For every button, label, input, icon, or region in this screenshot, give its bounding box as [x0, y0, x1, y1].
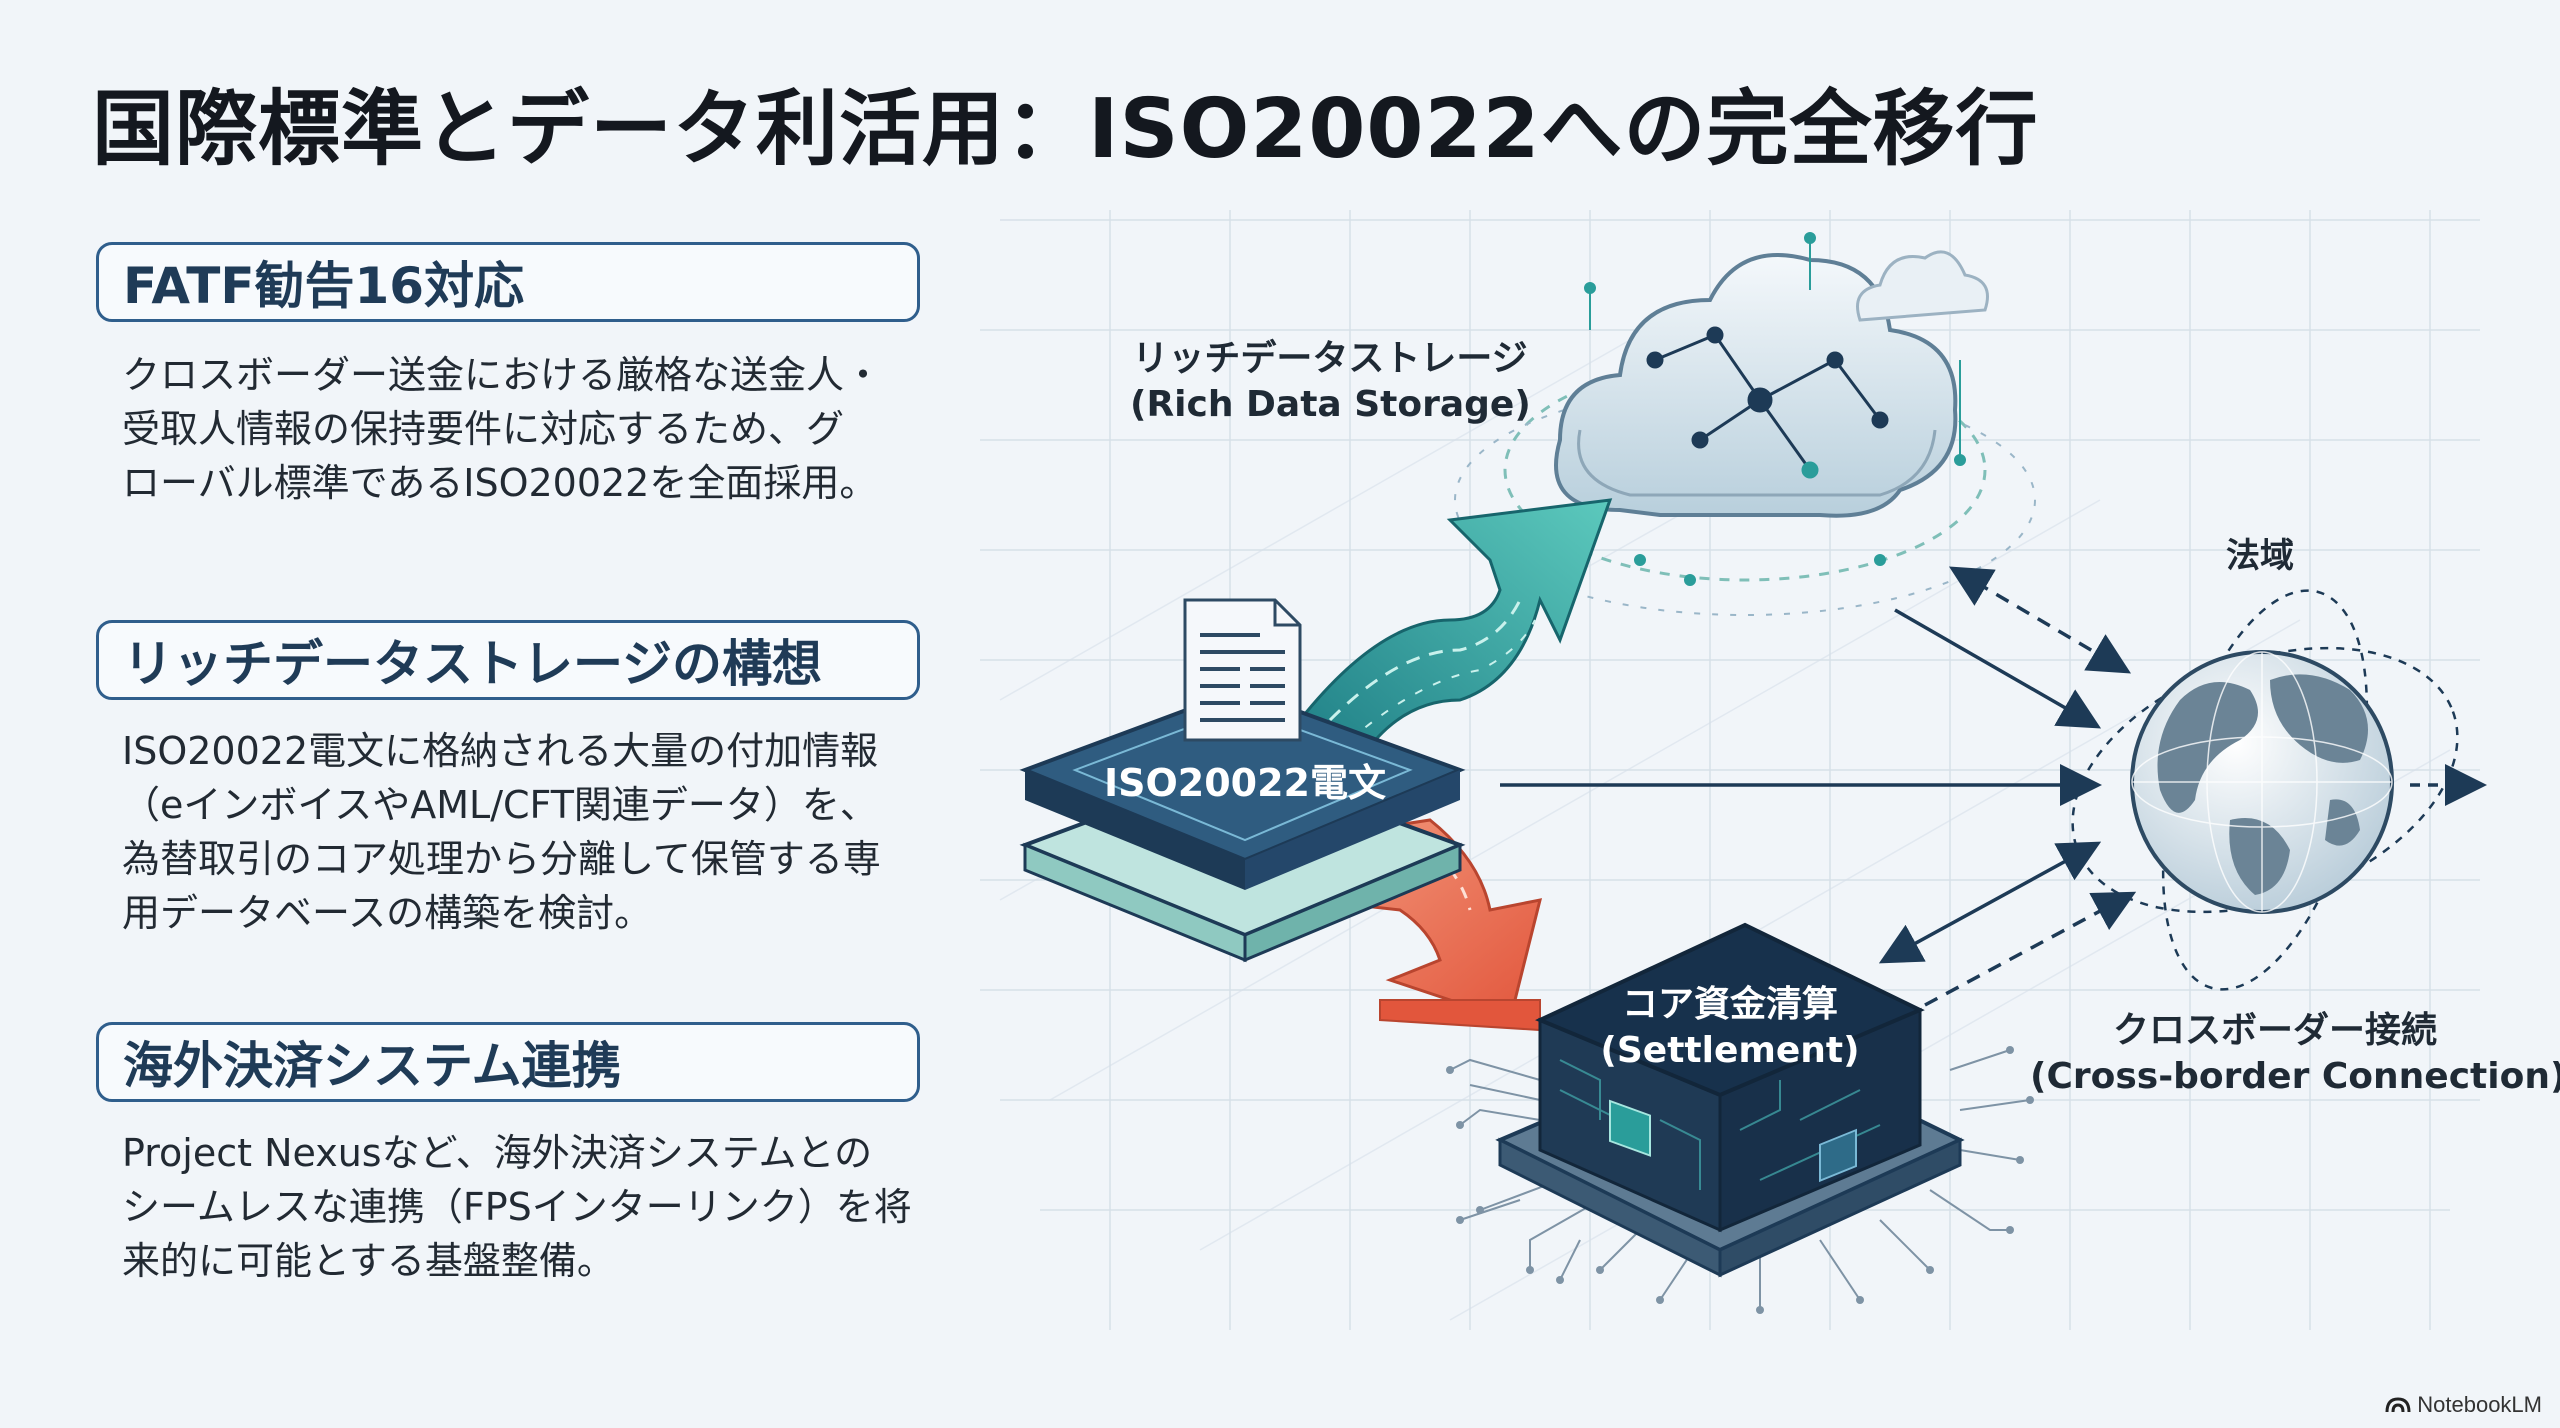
document-icon [1183, 598, 1302, 742]
crossborder-label: クロスボーダー接続 (Cross-border Connection) [2030, 1008, 2560, 1100]
section-line: ISO20022電文に格納される大量の付加情報 [122, 729, 879, 773]
globe-icon [2071, 589, 2459, 991]
iso20022-message-stack [1019, 687, 1466, 963]
section-heading-overseas: 海外決済システム連携 [96, 1022, 920, 1102]
storage-label-ja: リッチデータストレージ [1132, 338, 1528, 379]
arrow-to-storage [1297, 498, 1613, 763]
message-label: ISO20022電文 [1103, 761, 1386, 805]
section-line: 来的に可能とする基盤整備。 [122, 1239, 615, 1283]
section-body-overseas: Project Nexusなど、海外決済システムとの シームレスな連携（FPSイ… [122, 1126, 942, 1288]
storage-label: リッチデータストレージ (Rich Data Storage) [1130, 336, 1531, 428]
brand-footer: NotebookLM [2385, 1392, 2542, 1418]
section-line: （eインボイスやAML/CFT関連データ）を、 [122, 783, 878, 827]
settlement-label-ja: コア資金清算 [1621, 984, 1838, 1025]
section-line: クロスボーダー送金における厳格な送金人・ [122, 353, 883, 397]
connection-arrows [1500, 566, 2487, 1007]
section-heading-rich-data: リッチデータストレージの構想 [96, 620, 920, 700]
page-title: 国際標準とデータ利活用：ISO20022への完全移行 [92, 82, 2039, 177]
section-line: ローバル標準であるISO20022を全面採用。 [122, 461, 878, 505]
section-body-rich-data: ISO20022電文に格納される大量の付加情報 （eインボイスやAML/CFT関… [122, 724, 942, 940]
section-line: シームレスな連携（FPSインターリンク）を将 [122, 1185, 912, 1229]
storage-label-en: (Rich Data Storage) [1130, 384, 1531, 425]
crossborder-label-en: (Cross-border Connection) [2030, 1056, 2560, 1097]
notebooklm-logo-icon [2385, 1397, 2411, 1413]
chip-icon [1446, 922, 2034, 1314]
settlement-label-en: (Settlement) [1600, 1030, 1860, 1071]
section-body-fatf: クロスボーダー送金における厳格な送金人・ 受取人情報の保持要件に対応するため、グ… [122, 348, 942, 510]
section-line: 為替取引のコア処理から分離して保管する専 [122, 837, 881, 881]
section-heading-fatf: FATF勧告16対応 [96, 242, 920, 322]
brand-name: NotebookLM [2417, 1392, 2542, 1417]
section-line: 受取人情報の保持要件に対応するため、グ [122, 407, 845, 451]
cloud-icon [1454, 232, 2036, 616]
section-line: 用データベースの構築を検討。 [122, 891, 653, 935]
jurisdiction-label: 法域 [2226, 536, 2294, 576]
crossborder-label-ja: クロスボーダー接続 [2112, 1010, 2437, 1051]
settlement-label: コア資金清算 (Settlement) [1560, 982, 1900, 1074]
section-line: Project Nexusなど、海外決済システムとの [122, 1131, 873, 1175]
